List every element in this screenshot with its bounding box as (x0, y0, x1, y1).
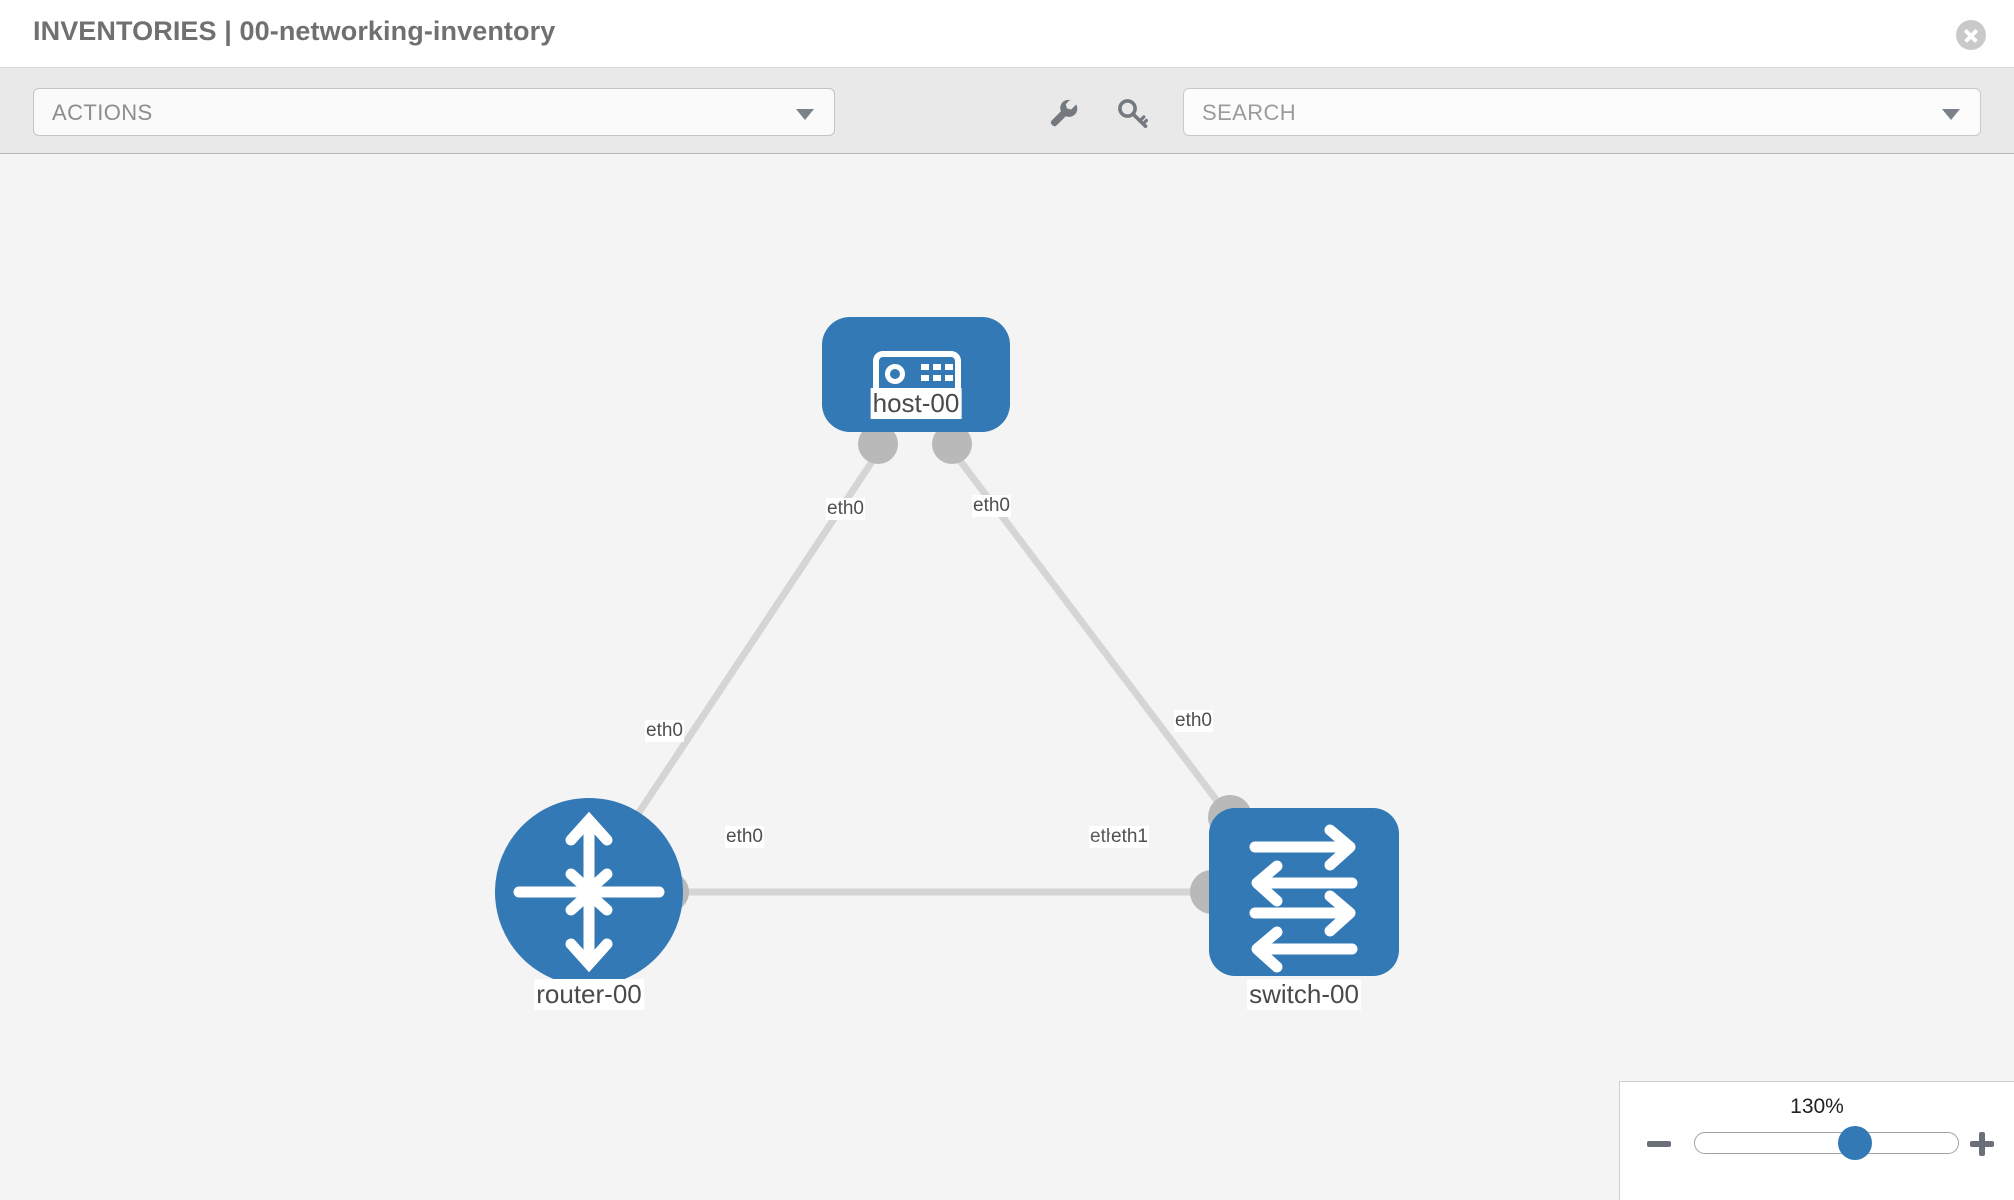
zoom-in-button[interactable] (1967, 1128, 1997, 1158)
iface-label-switch-to-host: eth0 (1174, 710, 1213, 732)
iface-label-host-to-router: eth0 (826, 498, 865, 520)
node-label-host-00: host-00 (870, 388, 962, 419)
actions-dropdown-label: ACTIONS (52, 100, 153, 125)
actions-dropdown[interactable]: ACTIONS (33, 88, 835, 136)
switch-arrows-icon (1249, 824, 1358, 973)
node-router-00[interactable] (495, 798, 683, 986)
iface-label-host-to-switch: eth0 (972, 495, 1011, 517)
iface-label-router-to-host: eth0 (645, 720, 684, 742)
iface-label-switch-to-router: eth1 (1110, 826, 1149, 848)
page-title: INVENTORIES | 00-networking-inventory (33, 16, 556, 46)
zoom-slider-handle[interactable] (1838, 1126, 1873, 1160)
chevron-down-icon (796, 109, 814, 120)
zoom-out-button[interactable] (1644, 1128, 1674, 1158)
close-icon[interactable] (1956, 20, 1986, 50)
toolbar: ACTIONS SEARCH (0, 68, 2014, 154)
search-placeholder: SEARCH (1202, 100, 1297, 125)
wrench-icon[interactable] (1047, 96, 1081, 130)
node-label-router-00: router-00 (534, 979, 644, 1010)
interface-port-host-right[interactable] (932, 424, 972, 464)
zoom-level-value: 130% (1790, 1095, 1844, 1118)
chevron-down-icon[interactable] (1942, 109, 1960, 120)
topology-graph (495, 317, 1399, 986)
router-four-arrows-icon (513, 811, 665, 973)
search-input[interactable]: SEARCH (1183, 88, 1981, 136)
key-icon[interactable] (1116, 96, 1150, 130)
node-label-switch-00: switch-00 (1247, 979, 1361, 1010)
node-switch-00[interactable] (1209, 808, 1399, 976)
interface-port-host-left[interactable] (858, 424, 898, 464)
zoom-slider[interactable] (1694, 1126, 1959, 1160)
page-header: INVENTORIES | 00-networking-inventory (0, 0, 2014, 68)
iface-label-router-to-switch: eth0 (725, 826, 764, 848)
topology-canvas[interactable]: host-00 router-00 switch-00 eth0 eth0 et… (0, 154, 2014, 1200)
zoom-control-panel: 130% (1619, 1081, 2014, 1200)
